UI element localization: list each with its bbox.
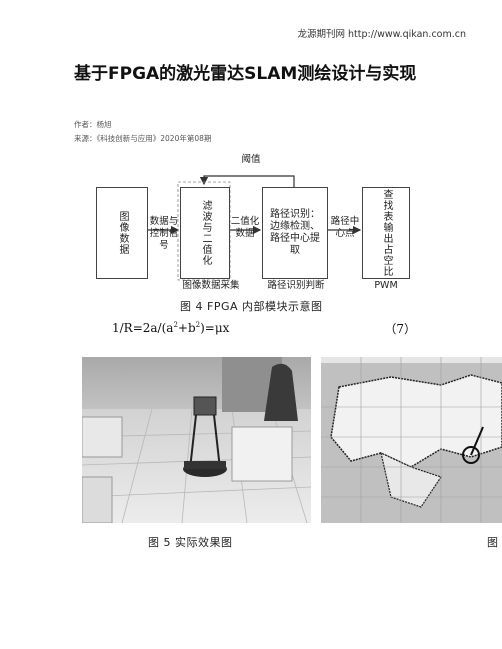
map-free-space [330,374,502,468]
label-path-judgement: 路径识别判断 [267,280,325,291]
equation-number: （7） [384,322,416,336]
box-image-data: 图像数据 [96,187,148,279]
figure-5-caption: 图 5 实际效果图 [148,536,233,549]
article-title: 基于FPGA的激光雷达SLAM测绘设计与实现 [74,64,417,84]
threshold-feedback-line [199,175,295,187]
source-line: 来源：《科技创新与应用》2020年第08期 [74,134,212,143]
acquisition-dashed-frame [177,181,231,281]
threshold-label: 阈值 [241,154,261,165]
figure-6-caption-partial: 图 [487,536,499,549]
figure-6-map-screenshot [321,357,502,523]
fpga-block-diagram: 阈值 图像数据 数据与控制信号 滤波与二值化 二值化数据 路径识别：边缘检测、路… [92,150,414,292]
box-lookup-table: 查找表输出占空比 [362,187,410,279]
box-path-recognition: 路径识别：边缘检测、路径中心提取 [262,187,328,279]
label-binary-data: 二值化数据 [230,216,260,239]
map-robot-marker [462,446,480,464]
photo-box-bottom [82,476,113,523]
photo-robot [183,396,227,477]
box-filter-binarize: 滤波与二值化 [180,187,230,279]
author-line: 作者：杨旭 [74,120,112,129]
photo-person [264,363,298,421]
formula-7: 1/R=2a/(a2+b2)=μx [112,321,230,335]
figure-4-caption: 图 4 FPGA 内部模块示意图 [180,300,323,313]
site-header: 龙源期刊网 http://www.qikan.com.cn [297,29,467,40]
photo-case-left [82,416,123,458]
label-path-center-point: 路径中心点 [330,216,360,239]
label-data-control-signal: 数据与控制信号 [149,216,179,251]
diagram-connectors [148,175,362,281]
label-pwm: PWM [374,280,398,291]
photo-case-right [231,426,293,482]
figure-5-robot-photo [82,357,311,523]
label-image-acquisition: 图像数据采集 [182,280,240,291]
